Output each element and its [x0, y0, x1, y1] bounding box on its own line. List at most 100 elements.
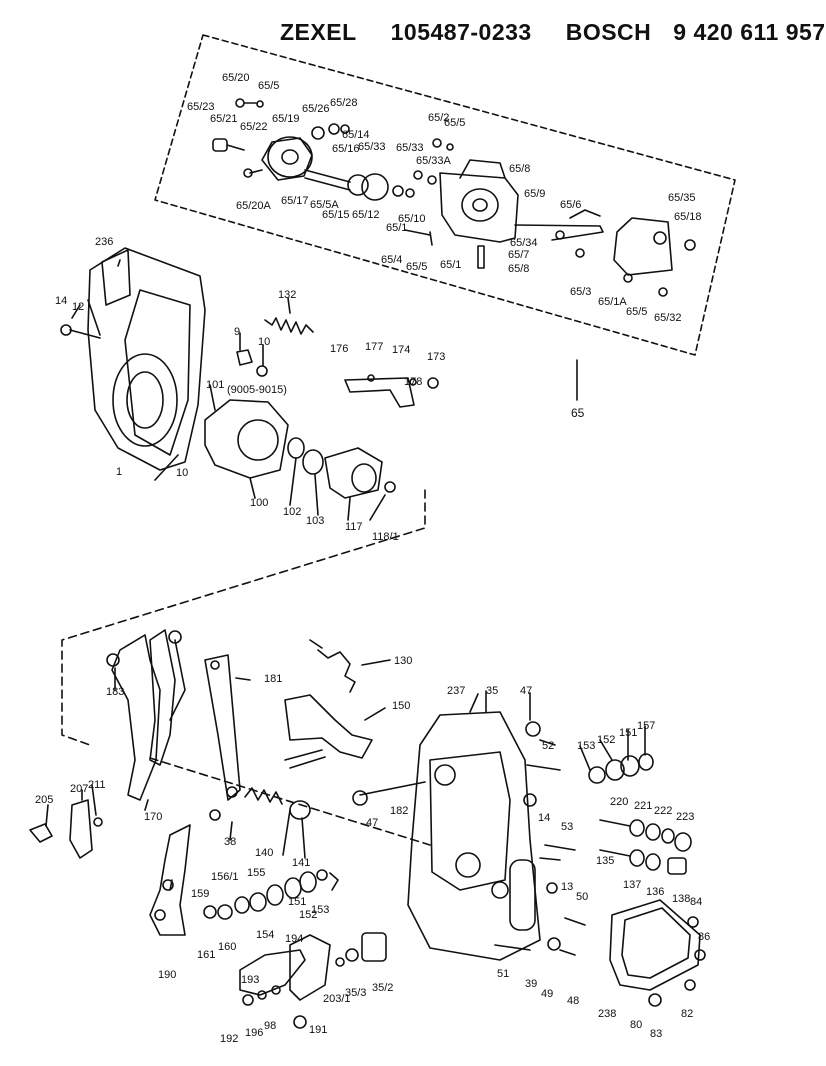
part-label: 65/34 [510, 237, 538, 249]
part-label: 65/5 [626, 306, 647, 318]
part-label: 207 [70, 783, 88, 795]
part-label: 151 [619, 727, 637, 739]
part-label: 65/3 [570, 286, 591, 298]
governor-housing-1 [87, 247, 206, 471]
part-label: 65/33A [416, 155, 452, 167]
part-label: 117 [345, 521, 363, 533]
part-label: 101 [206, 379, 224, 391]
part-label: 135 [596, 855, 614, 867]
part-label: 65/6 [560, 199, 581, 211]
part-label: 65/7 [508, 249, 529, 261]
part-label: 65/5 [406, 261, 427, 273]
part-label: 100 [250, 497, 268, 509]
part-label: 51 [497, 968, 509, 980]
part-label: 223 [676, 811, 694, 823]
part-label: 48 [567, 995, 579, 1007]
part-label: 82 [681, 1008, 693, 1020]
part-label: 14 [55, 295, 67, 307]
part-label: 211 [88, 779, 106, 791]
part-label: 177 [365, 341, 383, 353]
part-label: 220 [610, 796, 628, 808]
part-label: 65 [571, 406, 585, 420]
part-label: 178 [404, 376, 422, 388]
part-label: 65/20A [236, 200, 272, 212]
part-label: 65/15 [322, 209, 350, 221]
part-label: 192 [220, 1033, 238, 1045]
pump-body-35 [407, 711, 541, 961]
part-label: 65/19 [272, 113, 300, 125]
part-label: 65/14 [342, 129, 370, 141]
part-label: 83 [650, 1028, 662, 1040]
part-label: 35/3 [345, 987, 366, 999]
flyweight-100 [204, 399, 289, 479]
assembly-65-boundary [154, 34, 736, 356]
part-label: 52 [542, 740, 554, 752]
part-label: 65/28 [330, 97, 358, 109]
part-label: 237 [447, 685, 465, 697]
part-label: 130 [394, 655, 412, 667]
bolt-47 [525, 721, 541, 737]
lever-150 [284, 694, 373, 759]
lever-170 [111, 634, 161, 801]
part-label: 157 [637, 720, 655, 732]
part-label: (9005-9015) [227, 384, 287, 396]
lever-65-6 [514, 224, 604, 241]
part-label: 65/5 [258, 80, 279, 92]
part-label: 1 [116, 466, 122, 478]
part-label: 65/17 [281, 195, 309, 207]
part-label: 65/32 [654, 312, 682, 324]
part-label: 38 [224, 836, 236, 848]
part-label: 65/16 [332, 143, 360, 155]
part-label: 12 [72, 301, 84, 313]
part-label: 65/8 [508, 263, 529, 275]
part-label: 161 [197, 949, 215, 961]
part-label: 141 [292, 857, 310, 869]
part-label: 205 [35, 794, 53, 806]
part-label: 132 [278, 289, 296, 301]
part-label: 191 [309, 1024, 327, 1036]
part-label: 150 [392, 700, 410, 712]
spring-130 [317, 649, 356, 693]
part-label: 65/4 [381, 254, 402, 266]
part-label: 159 [191, 888, 209, 900]
part-label: 155 [247, 867, 265, 879]
cover-80 [621, 907, 691, 979]
part-label: 80 [630, 1019, 642, 1031]
part-label: 14 [538, 812, 550, 824]
bracket-207 [69, 799, 93, 859]
part-label: 35/2 [372, 982, 393, 994]
part-label: 102 [283, 506, 301, 518]
part-label: 65/10 [398, 213, 426, 225]
spring-132 [264, 317, 314, 335]
brand-zexel: ZEXEL [280, 18, 357, 45]
part-label: 182 [390, 805, 408, 817]
part-label: 154 [256, 929, 274, 941]
part-label: 183 [106, 686, 124, 698]
part-label: 86 [698, 931, 710, 943]
part-label: 118/1 [372, 531, 399, 543]
part-label: 39 [525, 978, 537, 990]
part-number: 105487-0233 [390, 18, 532, 45]
part-label: 65/5A [310, 199, 339, 211]
part-label: 47 [366, 817, 378, 829]
part-label: 152 [299, 909, 317, 921]
brand-bosch: BOSCH [565, 18, 652, 45]
part-label: 50 [576, 891, 588, 903]
part-label: 84 [690, 896, 702, 908]
part-label: 236 [95, 236, 113, 248]
part-label: 35 [486, 685, 498, 697]
part-label: 65/1 [440, 259, 461, 271]
diagram-header: ZEXEL 105487-0233 BOSCH 9 420 611 957 [268, 14, 825, 50]
part-label: 65/2 [428, 112, 449, 124]
part-label: 65/26 [302, 103, 330, 115]
part-65-23 [212, 138, 228, 152]
part-label: 221 [634, 800, 652, 812]
part-label: 170 [144, 811, 162, 823]
bosch-number: 9 420 611 957 [673, 18, 826, 45]
part-label: 65/33 [358, 141, 386, 153]
gasket-238 [609, 899, 701, 991]
diagram-drawing: 65/2065/565/2365/2165/2265/1965/2665/286… [29, 34, 736, 1045]
part-label: 153 [311, 904, 329, 916]
part-label: 65/23 [187, 101, 215, 113]
part-label: 65/21 [210, 113, 238, 125]
